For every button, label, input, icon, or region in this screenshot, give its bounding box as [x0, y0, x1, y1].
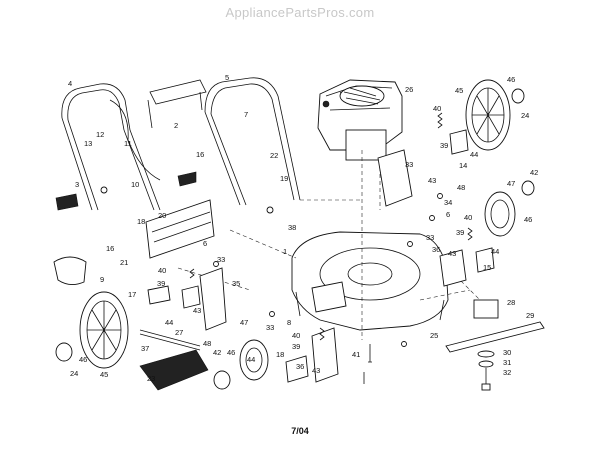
part-callout-46: 46 [524, 215, 532, 224]
part-callout-12: 12 [96, 130, 104, 139]
part-callout-45: 45 [455, 86, 463, 95]
part-callout-16: 16 [196, 150, 204, 159]
part-callout-39: 39 [292, 342, 300, 351]
part-callout-44: 44 [247, 355, 255, 364]
part-callout-41: 41 [352, 350, 360, 359]
part-callout-16: 16 [106, 244, 114, 253]
part-callout-48: 48 [203, 339, 211, 348]
fasteners [213, 193, 443, 384]
part-callout-33: 33 [217, 255, 225, 264]
part-callout-3: 3 [75, 180, 79, 189]
part-callout-11: 11 [124, 139, 132, 148]
part-callout-43: 43 [448, 249, 456, 258]
part-callout-39: 39 [157, 279, 165, 288]
part-callout-4: 4 [68, 79, 72, 88]
part-callout-47: 47 [507, 179, 515, 188]
page-footer-date: 7/04 [291, 426, 309, 436]
part-callout-6: 6 [203, 239, 207, 248]
part-callout-44: 44 [470, 150, 478, 159]
part-callout-35: 35 [232, 279, 240, 288]
part-callout-36: 36 [296, 362, 304, 371]
part-callout-2: 2 [174, 121, 178, 130]
part-callout-18: 18 [276, 350, 284, 359]
part-callout-24: 24 [521, 111, 529, 120]
part-callout-37: 37 [141, 344, 149, 353]
part-callout-5: 5 [225, 73, 229, 82]
part-callout-24: 24 [70, 369, 78, 378]
mower-deck [291, 231, 449, 331]
part-callout-43: 43 [193, 306, 201, 315]
part-callout-40: 40 [433, 104, 441, 113]
engine [317, 79, 403, 161]
upper-handle [204, 77, 301, 206]
part-callout-39: 39 [456, 228, 464, 237]
part-callout-17: 17 [128, 290, 136, 299]
part-callout-26: 26 [405, 85, 413, 94]
bail-cable [109, 99, 161, 181]
part-callout-48: 48 [457, 183, 465, 192]
lower-handle-left [61, 83, 161, 211]
part-callout-46: 46 [79, 355, 87, 364]
part-callout-40: 40 [464, 213, 472, 222]
height-adjuster-brackets [147, 129, 495, 383]
part-callout-46: 46 [227, 348, 235, 357]
rear-deflector [145, 199, 215, 259]
wheel-front-right [484, 180, 535, 237]
part-callout-33: 33 [426, 233, 434, 242]
part-callout-29: 29 [526, 311, 534, 320]
part-callout-22: 22 [270, 151, 278, 160]
part-callout-39: 39 [440, 141, 448, 150]
part-callout-47: 47 [240, 318, 248, 327]
part-callout-15: 15 [483, 263, 491, 272]
discharge-chute [53, 256, 209, 391]
wheel-rear-right [465, 79, 525, 151]
part-callout-43: 43 [312, 366, 320, 375]
part-callout-34: 34 [444, 198, 452, 207]
part-callout-21: 21 [120, 258, 128, 267]
wheel-front-left [213, 339, 269, 390]
part-callout-33: 33 [405, 160, 413, 169]
part-callout-43: 43 [428, 176, 436, 185]
part-callout-44: 44 [491, 247, 499, 256]
part-callout-42: 42 [213, 348, 221, 357]
part-callout-46: 46 [507, 75, 515, 84]
part-callout-23: 23 [147, 374, 155, 383]
control-bar [147, 79, 207, 129]
part-callout-18: 18 [137, 217, 145, 226]
rear-axle [139, 329, 201, 351]
part-callout-10: 10 [131, 180, 139, 189]
wheel-rear-left [55, 291, 129, 369]
part-callout-42: 42 [530, 168, 538, 177]
part-callout-30: 30 [503, 348, 511, 357]
watermark: AppliancePartsPros.com [225, 5, 375, 20]
part-callout-40: 40 [158, 266, 166, 275]
part-callout-20: 20 [158, 211, 166, 220]
part-callout-9: 9 [100, 275, 104, 284]
handle-knobs [55, 171, 274, 214]
part-callout-31: 31 [503, 358, 511, 367]
part-callout-19: 19 [280, 174, 288, 183]
part-callout-6: 6 [446, 210, 450, 219]
part-callout-8: 8 [287, 318, 291, 327]
part-callout-14: 14 [459, 161, 467, 170]
part-callout-27: 27 [175, 328, 183, 337]
part-callout-13: 13 [84, 139, 92, 148]
part-callout-32: 32 [503, 368, 511, 377]
springs [189, 112, 473, 341]
part-callout-25: 25 [430, 331, 438, 340]
part-callout-1: 1 [283, 247, 287, 256]
part-callout-7: 7 [244, 110, 248, 119]
part-callout-44: 44 [165, 318, 173, 327]
part-callout-33: 33 [266, 323, 274, 332]
part-callout-38: 38 [288, 223, 296, 232]
part-callout-40: 40 [292, 331, 300, 340]
part-callout-28: 28 [507, 298, 515, 307]
part-callout-36: 36 [432, 245, 440, 254]
part-callout-45: 45 [100, 370, 108, 379]
blade-assembly [445, 299, 545, 391]
